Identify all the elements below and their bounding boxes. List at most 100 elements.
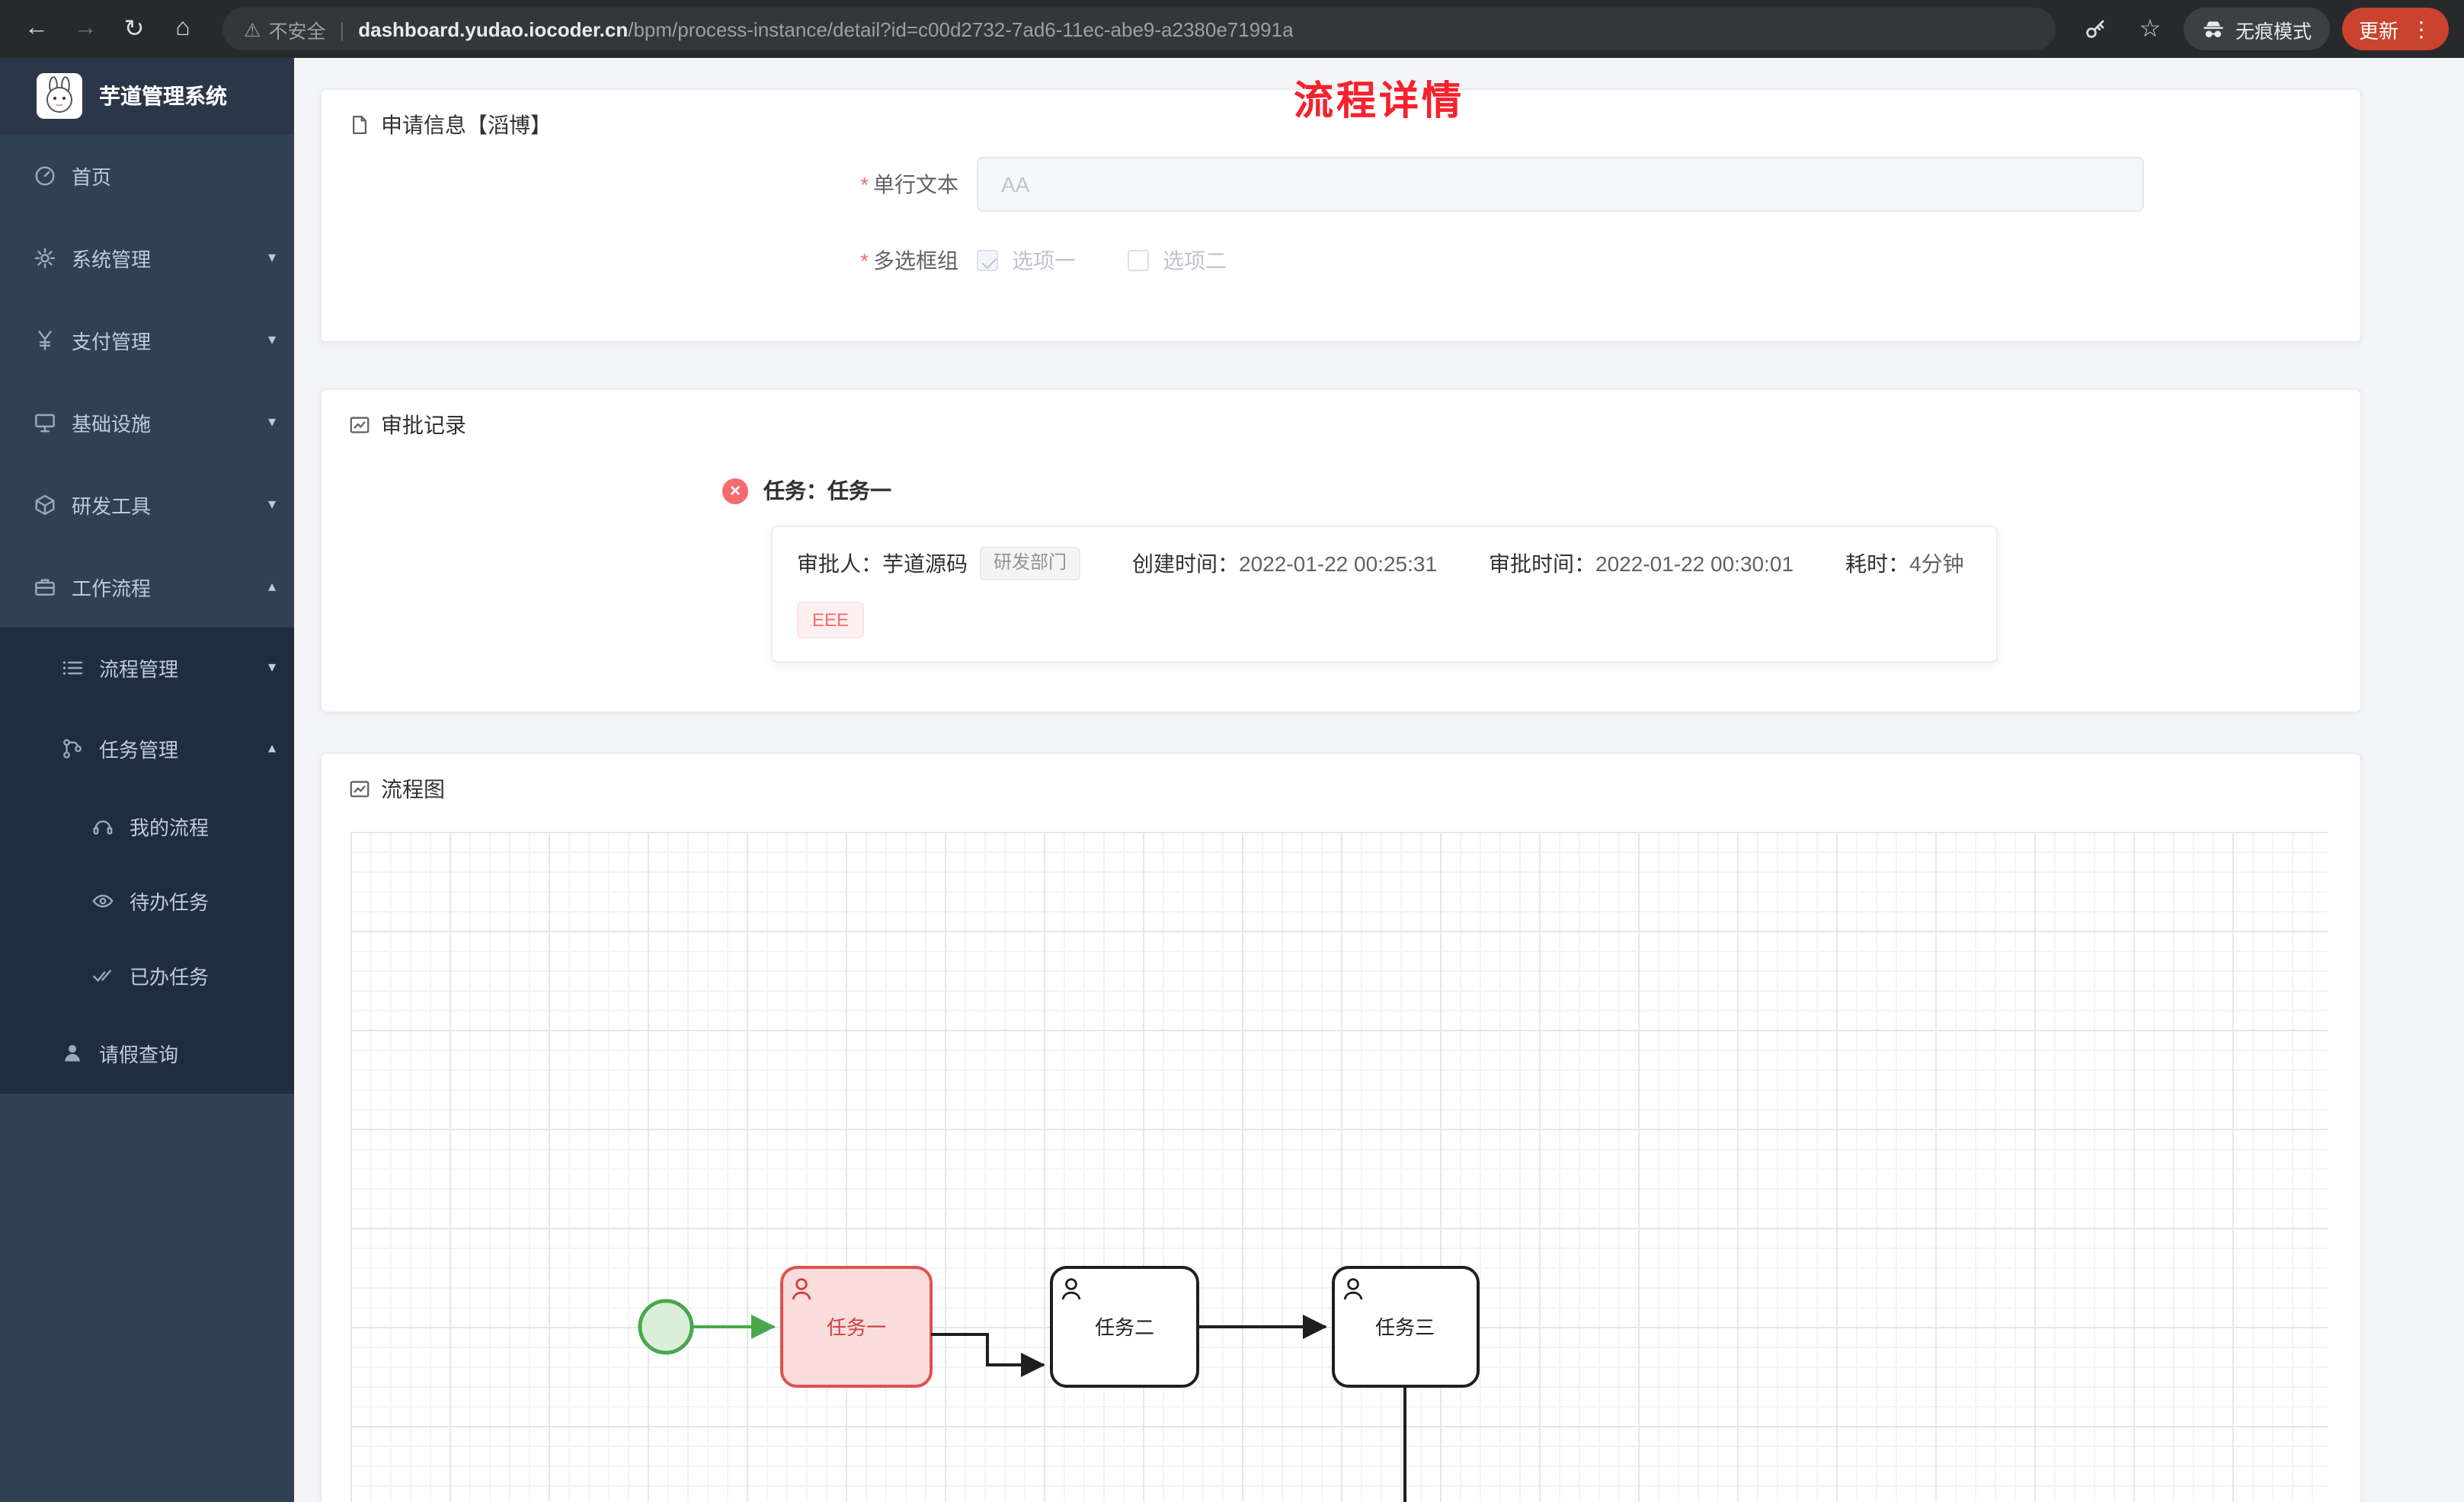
task1-node[interactable]: 任务一 — [780, 1266, 933, 1388]
sidebar-item-label: 系统管理 — [72, 248, 152, 270]
approval-detail-box: 审批人： 芋道源码 研发部门 创建时间： 2022-01-22 00:25:31… — [771, 526, 1998, 663]
form-row-text: *单行文本 — [322, 157, 2360, 212]
incognito-badge: 无痕模式 — [2183, 8, 2330, 50]
person-icon — [55, 1042, 88, 1065]
start-event-node[interactable] — [638, 1299, 694, 1355]
browser-menu-icon[interactable]: ⋮ — [2411, 16, 2432, 40]
approver-name: 芋道源码 — [882, 551, 968, 576]
sidebar-item-task-mgmt[interactable]: 任务管理 ▴ — [0, 708, 294, 789]
checkbox-checked-icon[interactable] — [977, 250, 998, 271]
form-row-checkbox: *多选框组 选项一 选项二 — [322, 245, 2360, 276]
task1-label: 任务一 — [827, 1316, 886, 1339]
sidebar-item-process-mgmt[interactable]: 流程管理 ▾ — [0, 628, 294, 708]
approve-time-label: 审批时间： — [1489, 551, 1596, 576]
chart-icon — [349, 778, 370, 800]
sidebar-item-payment[interactable]: 支付管理 ▾ — [0, 299, 294, 381]
app-title: 芋道管理系统 — [99, 84, 227, 108]
chevron-up-icon: ▴ — [267, 740, 276, 757]
sidebar-item-devtools[interactable]: 研发工具 ▾ — [0, 463, 294, 545]
checkbox-option1[interactable]: 选项一 — [977, 245, 1076, 276]
chevron-up-icon: ▴ — [267, 578, 276, 595]
page-title: 流程详情 — [1293, 78, 1464, 123]
sidebar-item-label: 我的流程 — [130, 817, 210, 839]
eye-icon — [85, 890, 119, 912]
sidebar-item-label: 研发工具 — [72, 494, 152, 517]
task-timeline-item: × 任务：任务一 — [722, 475, 2360, 506]
checkbox-unchecked-icon[interactable] — [1128, 250, 1149, 271]
field-label: *多选框组 — [322, 245, 977, 276]
refresh-icon[interactable]: ↻ — [123, 17, 145, 43]
duration-value: 4分钟 — [1909, 551, 1964, 576]
sidebar-item-leave-query[interactable]: 请假查询 — [0, 1013, 294, 1094]
process-diagram-card: 流程图 — [320, 753, 2362, 1502]
sidebar-item-label: 待办任务 — [130, 891, 210, 914]
back-icon[interactable]: ← — [24, 15, 49, 41]
home-icon[interactable]: ⌂ — [175, 15, 190, 41]
sidebar-item-todo-tasks[interactable]: 待办任务 — [0, 864, 294, 938]
yen-icon — [27, 328, 61, 351]
single-line-text-input[interactable] — [977, 157, 2144, 212]
create-time-label: 创建时间： — [1132, 551, 1240, 576]
chevron-down-icon: ▾ — [267, 660, 276, 676]
omnibox-separator: | — [339, 18, 345, 40]
bookmark-star-icon[interactable]: ☆ — [2139, 17, 2162, 43]
app-logo[interactable]: 芋道管理系统 — [0, 58, 294, 134]
apply-info-card: 申请信息【滔博】 *单行文本 *多选框组 选项一 — [320, 88, 2362, 343]
address-bar[interactable]: ⚠ 不安全 | dashboard.yudao.iocoder.cn /bpm/… — [222, 8, 2056, 50]
apply-card-header: 申请信息【滔博】 — [322, 90, 2360, 157]
sidebar-item-label: 基础设施 — [72, 412, 152, 435]
required-star: * — [860, 248, 869, 273]
sidebar-item-system[interactable]: 系统管理 ▾ — [0, 216, 294, 299]
security-label: 不安全 — [268, 21, 326, 42]
document-icon — [349, 114, 370, 136]
rabbit-avatar — [37, 73, 82, 119]
diagram-card-title: 流程图 — [381, 777, 445, 801]
sidebar-item-home[interactable]: 首页 — [0, 134, 294, 216]
workflow-submenu: 流程管理 ▾ 任务管理 ▴ 我的流程 — [0, 628, 294, 1094]
user-task-icon — [1343, 1278, 1363, 1300]
incognito-spy-icon — [2203, 21, 2223, 37]
bpmn-diagram: 任务一 任务二 — [638, 1266, 1480, 1502]
sidebar-item-done-tasks[interactable]: 已办任务 — [0, 938, 294, 1013]
checkbox-option2[interactable]: 选项二 — [1128, 245, 1227, 276]
key-icon[interactable] — [2074, 8, 2117, 50]
field-label-text: 单行文本 — [873, 172, 958, 197]
user-task-icon — [1061, 1278, 1081, 1300]
sidebar-item-label: 支付管理 — [72, 330, 152, 353]
forward-icon[interactable]: → — [73, 15, 98, 41]
toolbar-right: ☆ 无痕模式 更新 ⋮ — [2074, 8, 2449, 50]
task3-node[interactable]: 任务三 — [1332, 1266, 1480, 1388]
create-time-value: 2022-01-22 00:25:31 — [1239, 551, 1438, 576]
briefcase-icon — [27, 575, 61, 598]
list-icon — [55, 657, 88, 679]
url-path: /bpm/process-instance/detail?id=c00d2732… — [628, 18, 1294, 40]
sidebar-item-label: 任务管理 — [99, 739, 179, 762]
field-label-text: 多选框组 — [873, 248, 958, 273]
gear-icon — [27, 246, 61, 269]
chart-icon — [349, 414, 370, 436]
dashboard-icon — [27, 164, 61, 187]
security-chip[interactable]: ⚠ 不安全 — [244, 14, 325, 43]
double-check-icon — [85, 964, 119, 987]
duration-label: 耗时： — [1845, 551, 1910, 576]
update-label: 更新 — [2358, 19, 2398, 42]
field-label: *单行文本 — [322, 169, 977, 200]
checkbox-label: 选项二 — [1163, 248, 1227, 273]
checkbox-group: 选项一 选项二 — [977, 245, 1227, 276]
task2-node[interactable]: 任务二 — [1050, 1266, 1199, 1388]
apply-card-title: 申请信息【滔博】 — [381, 113, 552, 137]
sidebar-item-workflow[interactable]: 工作流程 ▴ — [0, 545, 294, 628]
sidebar-item-my-process[interactable]: 我的流程 — [0, 789, 294, 864]
sidebar-item-infra[interactable]: 基础设施 ▾ — [0, 381, 294, 463]
required-star: * — [860, 172, 869, 197]
approve-time-value: 2022-01-22 00:30:01 — [1595, 551, 1794, 576]
checkbox-label: 选项一 — [1012, 248, 1076, 273]
approval-records-card: 审批记录 × 任务：任务一 审批人： 芋道源码 研发部门 创建时间： 2022-… — [320, 388, 2362, 713]
browser-toolbar: ← → ↻ ⌂ ⚠ 不安全 | dashboard.yudao.iocoder.… — [0, 0, 2464, 58]
update-button[interactable]: 更新 ⋮ — [2341, 8, 2449, 50]
headset-icon — [85, 815, 119, 838]
diagram-card-header: 流程图 — [322, 754, 2360, 821]
sidebar-item-label: 流程管理 — [99, 658, 179, 681]
bpmn-canvas[interactable]: 任务一 任务二 — [350, 832, 2328, 1502]
main-content: 流程详情 申请信息【滔博】 *单行文本 *多选框组 — [294, 58, 2464, 1502]
